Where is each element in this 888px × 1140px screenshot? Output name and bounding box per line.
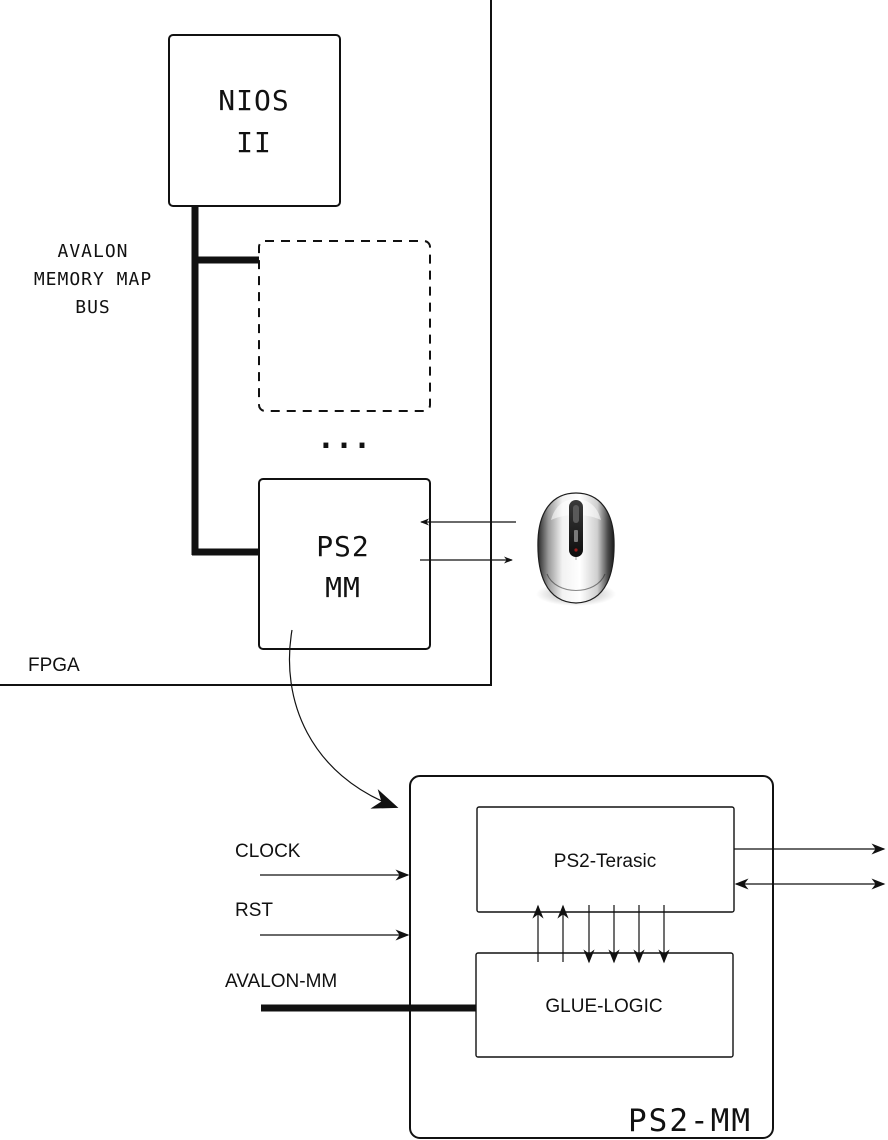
internal-signals	[532, 904, 670, 964]
fpga-label: FPGA	[28, 655, 80, 676]
mouse-icon	[536, 492, 616, 606]
ps2-mm-label-line2: MM	[325, 571, 361, 604]
nios-ii-block: NIOS II	[168, 34, 341, 207]
ps2-mm-block: PS2 MM	[258, 478, 431, 650]
fpga-region: FPGA	[0, 0, 492, 686]
nios-ii-label-line2: II	[236, 126, 272, 159]
rst-label: RST	[235, 900, 273, 921]
bus-label-line2: MEMORY MAP	[34, 269, 152, 290]
avalon-bus: AVALON MEMORY MAP BUS	[34, 205, 259, 556]
more-peripherals-ellipsis: ...	[317, 421, 371, 456]
avalon-mm-label: AVALON-MM	[225, 971, 337, 992]
ps2-terasic-block: PS2-Terasic	[476, 806, 735, 913]
ps2-mm-box	[258, 478, 431, 650]
fpga-boundary	[0, 0, 492, 686]
ps2-mm-module-label: PS2-MM	[628, 1103, 752, 1139]
rst-input: RST	[235, 900, 410, 941]
ps2-terasic-box	[476, 806, 735, 913]
nios-ii-box	[168, 34, 341, 207]
ps2-mm-label-line1: PS2	[316, 530, 370, 563]
detail-zoom-arrow	[288, 629, 399, 809]
glue-logic-label: GLUE-LOGIC	[545, 996, 662, 1017]
ps2-terasic-label: PS2-Terasic	[554, 851, 656, 872]
clock-label: CLOCK	[235, 841, 301, 862]
bus-label-line3: BUS	[75, 297, 111, 318]
bus-label-line1: AVALON	[57, 241, 128, 262]
placeholder-peripheral-box	[258, 240, 431, 412]
avalon-mm-input: AVALON-MM	[225, 971, 476, 1012]
glue-logic-block: GLUE-LOGIC	[475, 952, 734, 1058]
nios-ii-label-line1: NIOS	[218, 84, 289, 117]
clock-input: CLOCK	[235, 841, 410, 881]
